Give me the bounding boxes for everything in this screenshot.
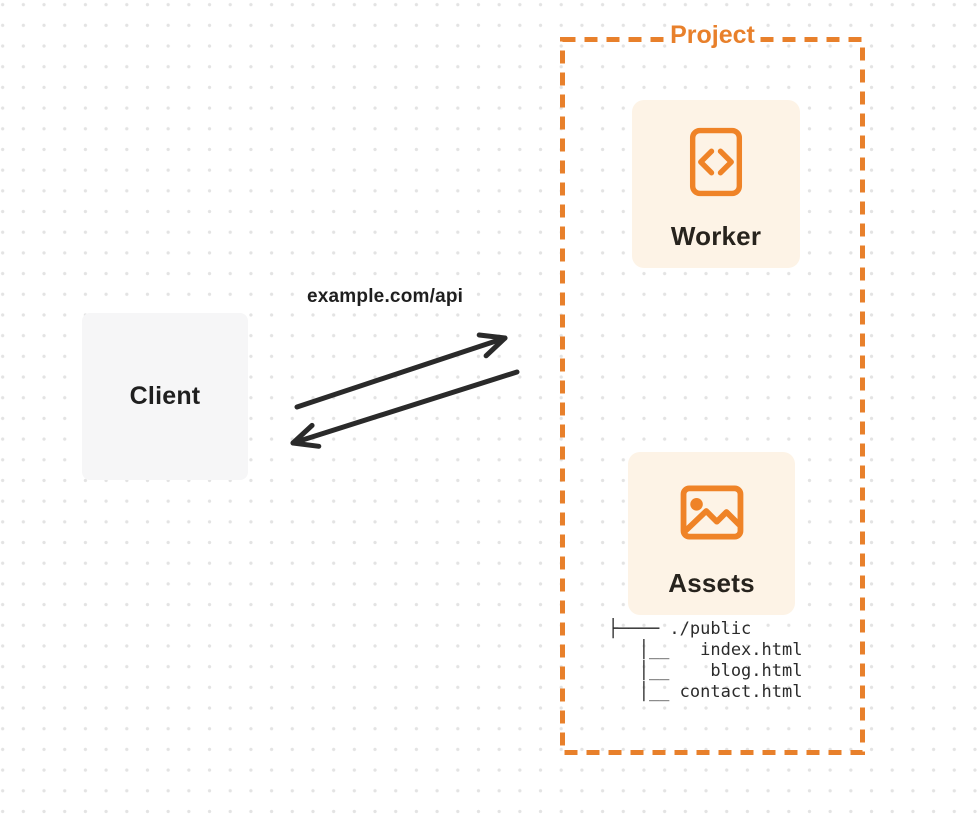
image-icon [680, 485, 743, 540]
response-arrow [290, 369, 520, 449]
worker-node: Worker [632, 100, 800, 268]
project-label: Project [667, 21, 758, 50]
file-tree-item: │__ contact.html [608, 682, 803, 702]
file-tree-root: ├──── ./public [608, 619, 752, 639]
worker-label: Worker [670, 221, 762, 251]
client-label: Client [129, 382, 201, 410]
project-boundary: Project Worker Assets ├──── ./public │__… [560, 21, 865, 755]
assets-label: Assets [668, 568, 755, 598]
file-tree-item: │__ index.html [608, 640, 803, 660]
client-node: Client [82, 313, 248, 480]
request-url-label: example.com/api [307, 286, 464, 307]
file-tree-item: │__ blog.html [608, 661, 803, 681]
file-tree: ├──── ./public │__ index.html │__ blog.h… [608, 619, 802, 703]
request-arrow [294, 332, 508, 410]
code-file-icon [689, 127, 743, 197]
assets-node: Assets [628, 452, 795, 615]
